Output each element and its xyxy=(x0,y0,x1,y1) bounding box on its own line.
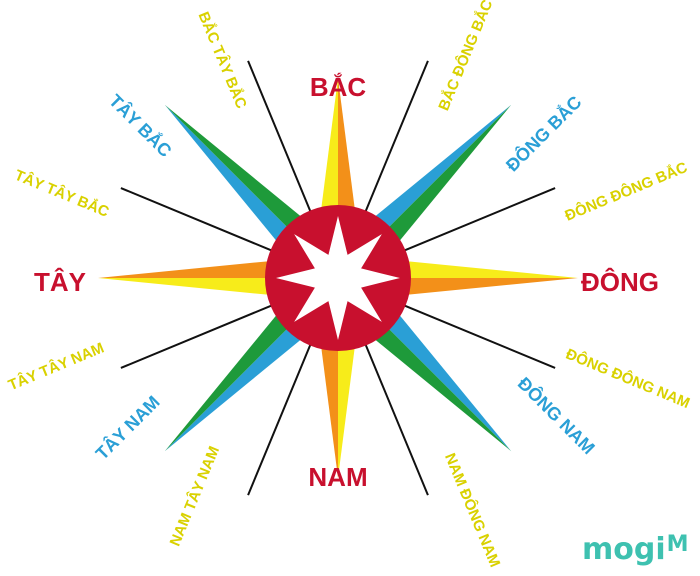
label-east: ĐÔNG xyxy=(581,267,659,297)
spoke-ssw xyxy=(247,342,313,496)
spoke-ese xyxy=(402,303,556,369)
mogi-logo: mogiM xyxy=(582,532,689,567)
arm-northeast-left xyxy=(338,104,512,278)
label-northeast: ĐÔNG BẮC xyxy=(501,91,585,175)
spoke-sse xyxy=(363,342,429,496)
logo-text: mogi xyxy=(582,532,666,567)
center-star xyxy=(276,216,400,340)
logo-mark: M xyxy=(666,532,689,557)
spoke-wnw xyxy=(120,187,274,253)
label-ene: ĐÔNG ĐÔNG BẮC xyxy=(562,158,690,225)
spoke-nne xyxy=(363,60,429,214)
label-nne: BẮC ĐÔNG BẮC xyxy=(434,0,496,113)
label-south: NAM xyxy=(308,462,367,492)
arm-southwest-right xyxy=(164,278,338,452)
label-wsw: TÂY TÂY NAM xyxy=(6,339,107,395)
label-southwest: TÂY NAM xyxy=(91,391,164,464)
label-north: BẮC xyxy=(310,72,367,102)
spoke-wsw xyxy=(120,303,274,369)
arm-northwest-right xyxy=(164,104,338,278)
label-wnw: TÂY TÂY BẮC xyxy=(12,166,112,221)
label-ssw: NAM TÂY NAM xyxy=(166,443,223,548)
spoke-nnw xyxy=(247,60,313,214)
label-southeast: ĐÔNG NAM xyxy=(514,373,600,459)
spoke-ene xyxy=(402,187,556,253)
label-west: TÂY xyxy=(34,267,86,297)
label-nnw: BẮC TÂY BẮC xyxy=(195,9,251,111)
label-northwest: TÂY BẮC xyxy=(105,90,176,161)
direction-lines xyxy=(120,60,556,496)
label-sse: NAM ĐÔNG NAM xyxy=(441,450,504,569)
signature-mark: c xyxy=(468,387,473,397)
label-ese: ĐÔNG ĐÔNG NAM xyxy=(563,345,692,412)
